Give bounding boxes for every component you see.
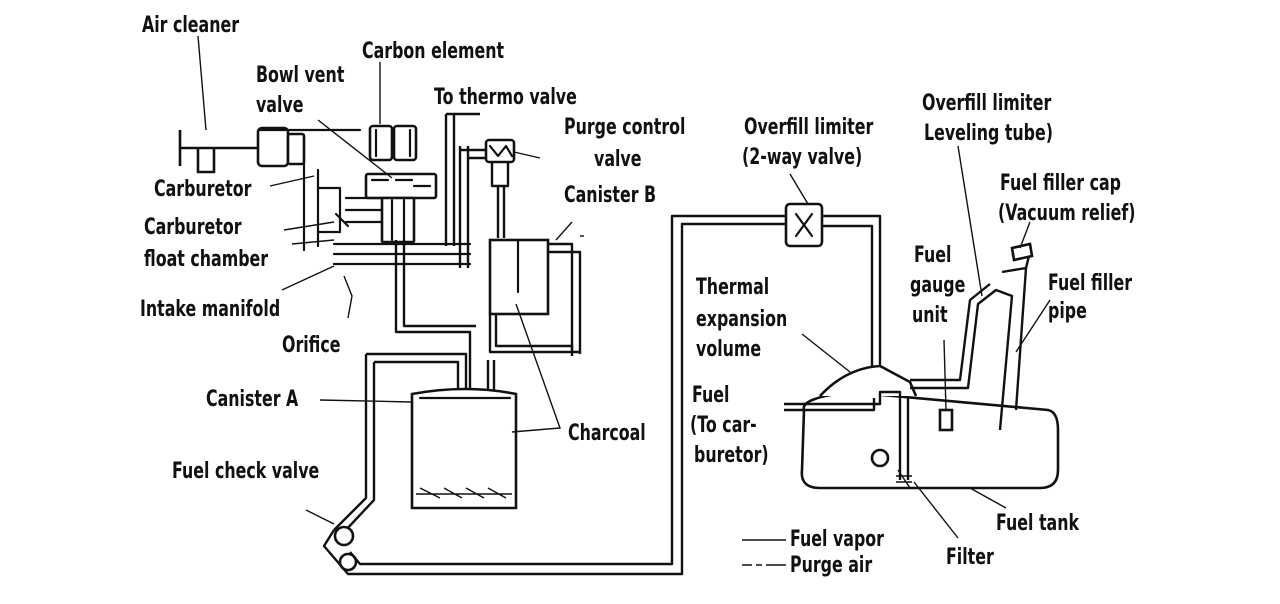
label-fuel-filler-pipe-2: pipe (1048, 297, 1087, 323)
legend: Fuel vapor Purge air (790, 525, 884, 577)
canister-a (410, 387, 518, 510)
fuel-outlet-filter (784, 390, 912, 489)
canister-a-feed-pipes (366, 240, 580, 390)
label-intake-manifold: Intake manifold (140, 295, 280, 321)
label-thermal-expansion-3: volume (696, 335, 761, 361)
label-canister-a: Canister A (206, 385, 298, 411)
diagram-artwork (178, 35, 1060, 576)
label-fuel-tank: Fuel tank (996, 509, 1080, 535)
label-bowl-vent-valve-2: valve (256, 91, 303, 117)
label-carbon-element: Carbon element (362, 37, 504, 63)
label-overfill-limiter-2: (2-way valve) (742, 143, 862, 169)
label-fuel-check-valve: Fuel check valve (172, 457, 319, 483)
label-overfill-limiter-leveling-tube-1: Overfill limiter (922, 89, 1052, 115)
label-filter: Filter (946, 543, 994, 569)
label-fuel-gauge-unit-1: Fuel (914, 241, 951, 267)
leader-lines (197, 35, 1051, 539)
label-overfill-limiter-1: Overfill limiter (744, 113, 874, 139)
label-air-cleaner: Air cleaner (142, 11, 239, 37)
intake-manifold (332, 242, 472, 266)
label-thermal-expansion-2: expansion (696, 305, 787, 331)
label-carburetor-float-chamber-1: Carburetor (144, 213, 242, 239)
label-fuel-gauge-unit-2: gauge (910, 271, 965, 297)
overfill-limiter-valve (784, 202, 882, 372)
fuel-tank (800, 364, 1060, 490)
label-bowl-vent-valve-1: Bowl vent (256, 61, 344, 87)
filler-and-leveling-tube (910, 242, 1034, 431)
label-carburetor-float-chamber-2: float chamber (144, 245, 269, 271)
label-fuel-filler-cap-1: Fuel filler cap (1000, 169, 1121, 195)
label-to-thermo-valve: To thermo valve (434, 83, 577, 109)
label-fuel-to-carb-3: buretor) (694, 441, 769, 467)
label-overfill-limiter-leveling-tube-2: Leveling tube) (924, 119, 1053, 145)
fuel-gauge-unit (938, 339, 954, 432)
label-canister-b: Canister B (564, 181, 656, 207)
label-thermal-expansion-1: Thermal (696, 273, 769, 299)
labels: Air cleaner Carbon element Bowl vent val… (140, 11, 1135, 569)
label-fuel-to-carb-1: Fuel (692, 381, 729, 407)
legend-purge-air: Purge air (790, 551, 873, 577)
thermo-purge-pipes (444, 112, 516, 268)
label-fuel-filler-pipe-1: Fuel filler (1048, 269, 1133, 295)
label-fuel-gauge-unit-3: unit (912, 301, 948, 327)
label-carburetor: Carburetor (154, 175, 252, 201)
label-charcoal: Charcoal (568, 419, 646, 445)
carbon-element (368, 124, 418, 162)
carburetor (302, 162, 438, 252)
air-cleaner (178, 126, 362, 174)
label-purge-control-valve-1: Purge control (564, 113, 685, 139)
label-orifice: Orifice (282, 331, 341, 357)
label-fuel-filler-cap-2: (Vacuum relief) (998, 199, 1135, 225)
legend-samples (742, 539, 786, 566)
label-fuel-to-carb-2: (To car- (690, 411, 757, 437)
label-purge-control-valve-2: valve (594, 145, 641, 171)
fuel-check-valve (322, 214, 786, 576)
legend-fuel-vapor: Fuel vapor (790, 525, 884, 551)
canister-b (488, 235, 584, 354)
